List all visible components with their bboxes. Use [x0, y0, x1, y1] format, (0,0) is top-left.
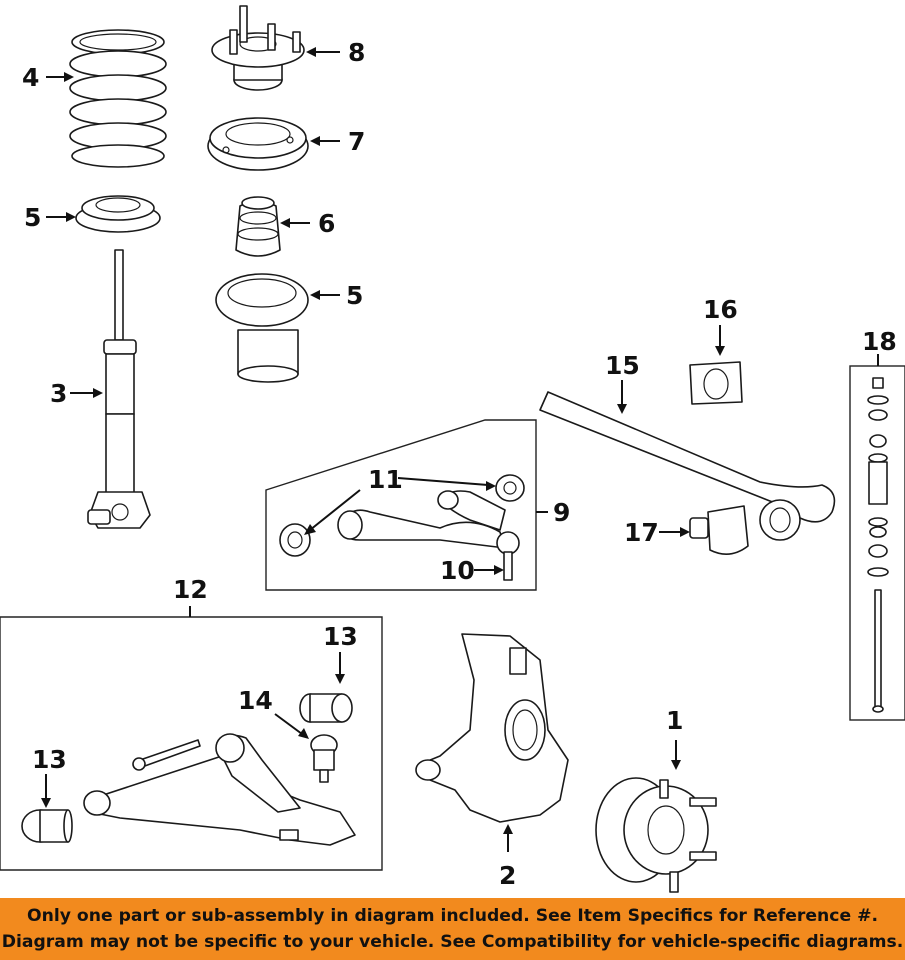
suspension-parts-diagram: 1 2 3 4 5 5 6 7 8 9 10 11 12 13 13 14 15… [0, 5, 905, 893]
lower-arm-bushing-left [21, 809, 73, 843]
disclaimer-line-2: Diagram may not be specific to your vehi… [1, 932, 904, 952]
callout-12: 12 [173, 575, 208, 604]
callout-15: 15 [605, 351, 640, 380]
stabilizer-link-kit [867, 377, 889, 713]
callout-1: 1 [666, 706, 683, 735]
stabilizer-bracket [689, 505, 749, 555]
wheel-hub-bearing [595, 777, 717, 893]
lower-spring-insulator [215, 273, 309, 383]
callout-13-right: 13 [323, 622, 358, 651]
spring-seat [75, 195, 161, 233]
callout-4: 4 [22, 63, 39, 92]
jounce-bumper [235, 196, 281, 257]
callout-16: 16 [703, 295, 738, 324]
callout-10: 10 [440, 556, 475, 585]
stabilizer-bar [539, 391, 836, 541]
callout-5-right: 5 [346, 281, 363, 310]
callout-13-left: 13 [32, 745, 67, 774]
callout-2: 2 [499, 861, 516, 890]
coil-spring [69, 29, 167, 168]
callout-5-left: 5 [24, 203, 41, 232]
upper-arm-bushing-right [495, 474, 525, 502]
upper-arm-bushing-left [279, 523, 311, 557]
lower-ball-joint [310, 734, 338, 783]
callout-9: 9 [553, 498, 570, 527]
lower-arm-frame [0, 616, 383, 871]
upper-ball-joint [496, 531, 520, 581]
lower-control-arm [83, 733, 356, 846]
callout-14: 14 [238, 686, 273, 715]
upper-arm-frame [265, 419, 537, 591]
shock-absorber [87, 249, 151, 529]
callout-17: 17 [624, 518, 659, 547]
callout-11: 11 [368, 465, 403, 494]
leader-lines [41, 47, 879, 852]
stabilizer-bushing [689, 361, 743, 405]
disclaimer-banner: Only one part or sub-assembly in diagram… [0, 898, 905, 960]
callout-6: 6 [318, 209, 335, 238]
callout-7: 7 [348, 127, 365, 156]
callout-8: 8 [348, 38, 365, 67]
lower-arm-bushing-right [299, 693, 353, 723]
upper-insulator [207, 117, 309, 171]
lower-arm-bolt [132, 739, 201, 771]
callout-3: 3 [50, 379, 67, 408]
callout-18: 18 [862, 327, 897, 356]
upper-control-arm [337, 490, 506, 549]
steering-knuckle [415, 633, 569, 823]
strut-mount [211, 5, 305, 91]
disclaimer-line-1: Only one part or sub-assembly in diagram… [26, 906, 879, 926]
